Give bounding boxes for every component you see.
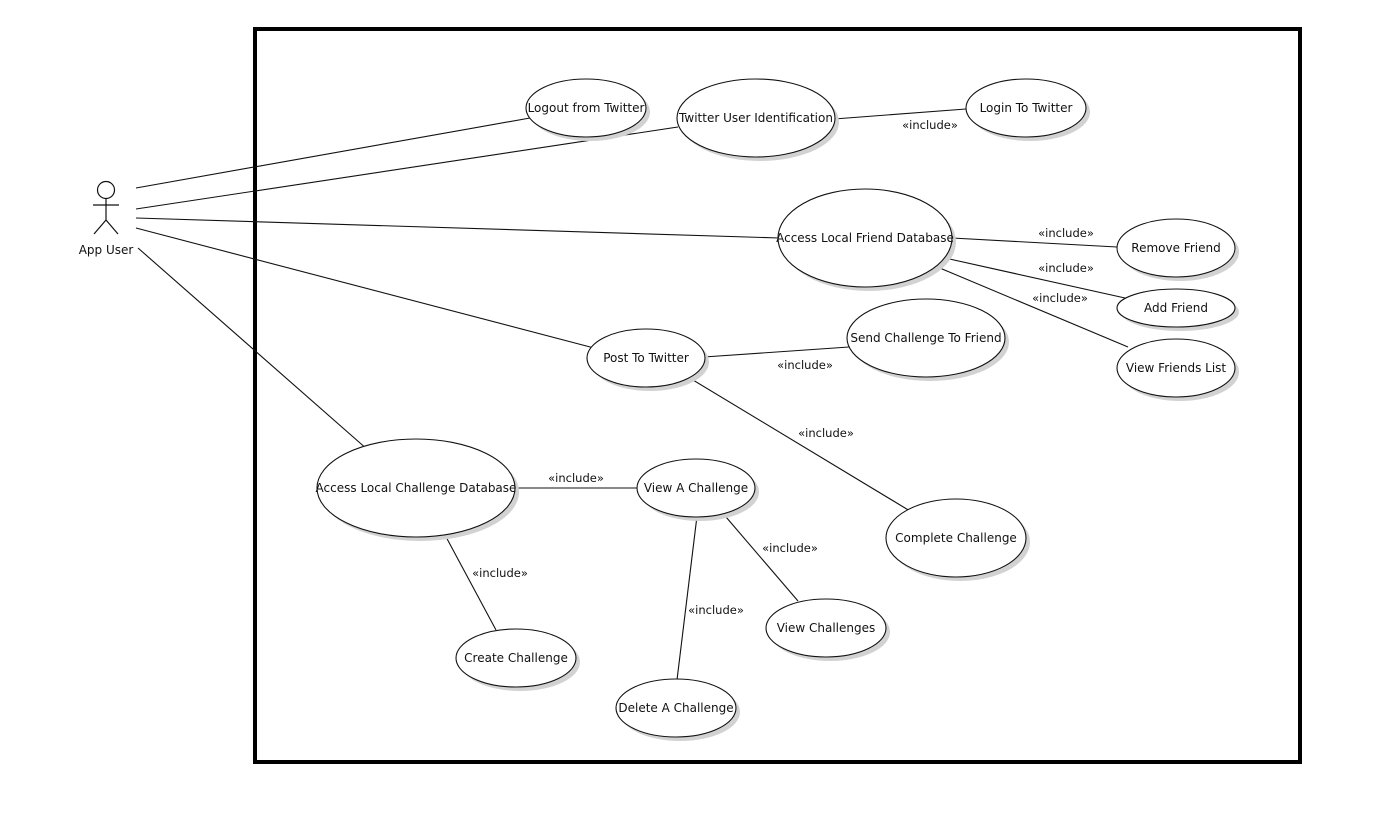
include-label-create-challenge: «include» bbox=[472, 566, 528, 580]
use-case-label: View Challenges bbox=[777, 621, 876, 635]
use-case-create-challenge[interactable]: Create Challenge bbox=[455, 628, 580, 691]
use-case-label: Logout from Twitter bbox=[528, 101, 645, 115]
include-label-delete-challenge: «include» bbox=[688, 603, 744, 617]
system-boundary bbox=[253, 27, 1302, 764]
include-line-remove-friend bbox=[951, 237, 1118, 248]
include-line-view-challenges bbox=[725, 516, 799, 602]
include-line-create-challenge bbox=[444, 534, 497, 631]
use-case-label: Post To Twitter bbox=[603, 351, 689, 365]
include-labels: «include» «include» «include» «include» … bbox=[472, 118, 1094, 617]
use-case-label: View A Challenge bbox=[644, 481, 748, 495]
association-friend-db bbox=[135, 217, 780, 239]
use-case-label: Login To Twitter bbox=[980, 101, 1073, 115]
use-case-label: Create Challenge bbox=[464, 651, 568, 665]
use-case-label: Add Friend bbox=[1144, 301, 1208, 315]
include-line-login bbox=[833, 108, 967, 120]
use-case-access-local-friend-database[interactable]: Access Local Friend Database bbox=[776, 188, 956, 291]
use-case-access-local-challenge-database[interactable]: Access Local Challenge Database bbox=[316, 438, 519, 541]
use-case-label: View Friends List bbox=[1126, 361, 1227, 375]
use-case-label: Complete Challenge bbox=[895, 531, 1017, 545]
use-case-view-friends-list[interactable]: View Friends List bbox=[1116, 338, 1239, 401]
use-case-label: Access Local Challenge Database bbox=[316, 481, 517, 495]
include-line-send-challenge bbox=[703, 346, 850, 358]
include-label-view-challenges: «include» bbox=[762, 541, 818, 555]
include-line-view-friends bbox=[934, 265, 1129, 348]
use-case-label: Access Local Friend Database bbox=[776, 231, 954, 245]
include-line-delete-challenge bbox=[676, 515, 698, 681]
use-case-logout-from-twitter[interactable]: Logout from Twitter bbox=[525, 78, 650, 141]
use-case-view-a-challenge[interactable]: View A Challenge bbox=[636, 458, 759, 521]
association-challenge-db bbox=[137, 247, 369, 451]
include-label-complete-challenge: «include» bbox=[798, 426, 854, 440]
use-case-send-challenge-to-friend[interactable]: Send Challenge To Friend bbox=[846, 298, 1009, 381]
include-label-login: «include» bbox=[902, 118, 958, 132]
use-case-add-friend[interactable]: Add Friend bbox=[1116, 288, 1239, 331]
use-case-remove-friend[interactable]: Remove Friend bbox=[1116, 218, 1239, 281]
include-label-view-friends: «include» bbox=[1032, 291, 1088, 305]
include-label-send-challenge: «include» bbox=[777, 358, 833, 372]
actor-label: App User bbox=[79, 243, 134, 257]
stick-figure-icon bbox=[93, 180, 119, 235]
use-case-label: Send Challenge To Friend bbox=[850, 331, 1001, 345]
use-case-label: Remove Friend bbox=[1131, 241, 1220, 255]
actor-associations bbox=[135, 117, 780, 451]
use-case-label: Delete A Challenge bbox=[618, 701, 733, 715]
include-relationships bbox=[444, 108, 1129, 681]
association-post bbox=[135, 227, 595, 349]
include-label-remove-friend: «include» bbox=[1038, 226, 1094, 240]
include-line-complete-challenge bbox=[687, 376, 911, 512]
use-case-twitter-user-identification[interactable]: Twitter User Identification bbox=[676, 78, 839, 161]
include-label-add-friend: «include» bbox=[1038, 261, 1094, 275]
include-line-add-friend bbox=[944, 257, 1126, 299]
use-case-view-challenges[interactable]: View Challenges bbox=[765, 598, 890, 661]
include-label-view-challenge: «include» bbox=[548, 471, 604, 485]
use-case-complete-challenge[interactable]: Complete Challenge bbox=[885, 498, 1030, 581]
use-case-label: Twitter User Identification bbox=[678, 111, 833, 125]
use-case-delete-a-challenge[interactable]: Delete A Challenge bbox=[615, 678, 740, 741]
use-case-post-to-twitter[interactable]: Post To Twitter bbox=[586, 328, 709, 391]
association-logout bbox=[135, 117, 531, 189]
actor-app-user[interactable]: App User bbox=[79, 180, 134, 258]
use-case-login-to-twitter[interactable]: Login To Twitter bbox=[965, 78, 1090, 141]
